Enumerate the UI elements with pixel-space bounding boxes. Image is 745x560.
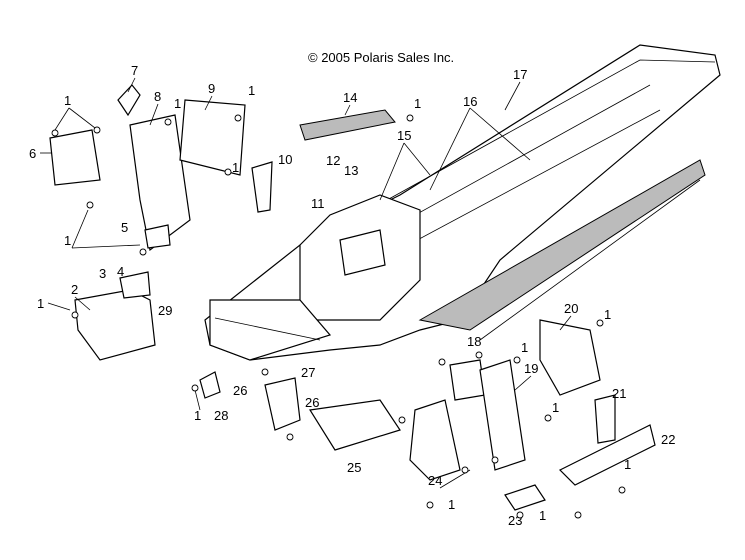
bracket-10 [251, 161, 273, 213]
callout: 12 [326, 153, 340, 168]
fasteners [51, 114, 626, 519]
callout: 1 [64, 233, 71, 248]
guard-24 [409, 399, 461, 481]
bracket-27 [264, 377, 301, 431]
panel-20 [539, 319, 601, 396]
copyright-text: © 2005 Polaris Sales Inc. [308, 50, 454, 65]
callout: 4 [117, 264, 124, 279]
part-28 [199, 371, 221, 399]
leader-lines [40, 77, 572, 489]
callout: 14 [343, 90, 357, 105]
callout: 1 [64, 93, 71, 108]
callout: 13 [344, 163, 358, 178]
callout: 26 [305, 395, 319, 410]
callout: 15 [397, 128, 411, 143]
callout: 1 [248, 83, 255, 98]
callout: 27 [301, 365, 315, 380]
chassis-tunnel [204, 44, 721, 361]
callout: 8 [154, 89, 161, 104]
part-shapes [49, 84, 656, 511]
plate-22 [558, 424, 656, 486]
callout: 2 [71, 282, 78, 297]
callout: 5 [121, 220, 128, 235]
bracket-23 [504, 484, 546, 511]
callout: 18 [467, 334, 481, 349]
callout: 1 [174, 96, 181, 111]
bracket-5 [144, 224, 171, 249]
bracket-7 [117, 84, 141, 117]
callout: 1 [232, 160, 239, 175]
callout: 22 [661, 432, 675, 447]
callout: 3 [99, 266, 106, 281]
rail-14 [299, 109, 396, 141]
callout: 19 [524, 361, 538, 376]
part-4 [119, 271, 151, 299]
callout: 29 [158, 303, 172, 318]
callout-labels: 7 1 8 1 9 1 14 1 16 17 6 15 10 12 13 1 1… [29, 63, 675, 528]
housing-2 [74, 289, 156, 361]
callout: 1 [552, 400, 559, 415]
callout: 16 [463, 94, 477, 109]
callout: 1 [521, 340, 528, 355]
callout: 17 [513, 67, 527, 82]
panel-9 [179, 99, 246, 176]
callout: 21 [612, 386, 626, 401]
callout: 1 [604, 307, 611, 322]
callout: 20 [564, 301, 578, 316]
callout: 1 [624, 457, 631, 472]
plate-8 [129, 114, 191, 252]
callout: 11 [311, 196, 325, 211]
part-18 [449, 359, 486, 401]
callout: 24 [428, 473, 442, 488]
callout: 7 [131, 63, 138, 78]
callout: 28 [214, 408, 228, 423]
callout: 6 [29, 146, 36, 161]
callout: 9 [208, 81, 215, 96]
callout: 10 [278, 152, 292, 167]
callout: 1 [448, 497, 455, 512]
callout: 1 [539, 508, 546, 523]
callout: 1 [194, 408, 201, 423]
part-21 [594, 394, 616, 444]
bracket-19 [479, 359, 526, 471]
callout: 1 [414, 96, 421, 111]
callout: 26 [233, 383, 247, 398]
plate-25 [309, 399, 401, 451]
bracket-6 [49, 129, 101, 186]
callout: 25 [347, 460, 361, 475]
callout: 1 [37, 296, 44, 311]
